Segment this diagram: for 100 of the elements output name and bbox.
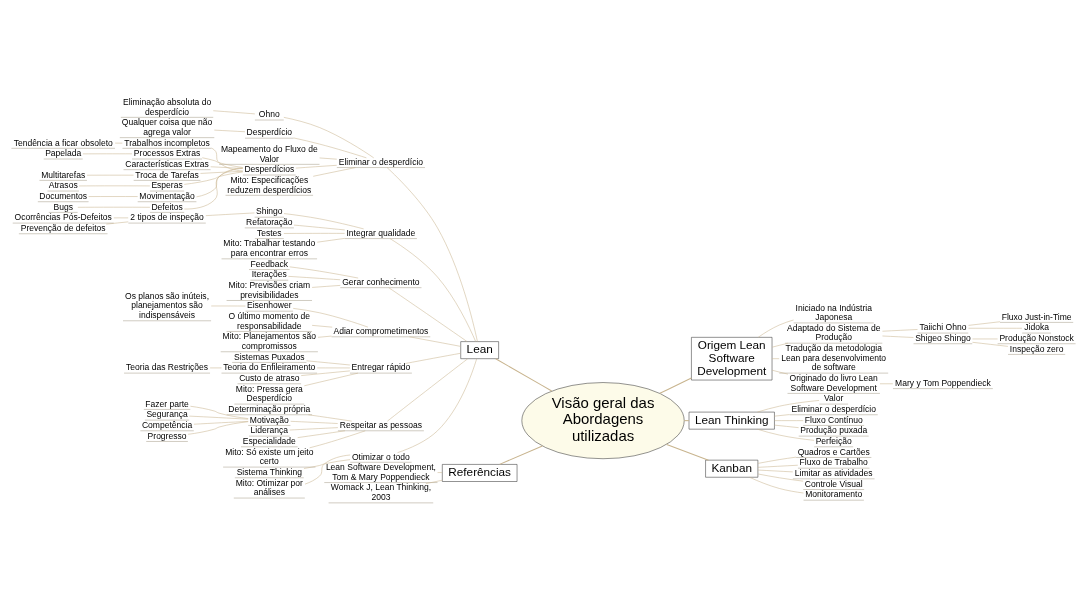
node-box: Referências [442, 463, 518, 482]
node-text: Progresso [147, 430, 187, 441]
node-text: Produção puxada [800, 424, 868, 435]
connector [757, 473, 804, 481]
connector [283, 212, 364, 229]
connector [774, 424, 799, 428]
connector [196, 167, 243, 197]
connector [409, 336, 461, 347]
node-text: Os planos são inúteis, planejamentos são indispensáveis [125, 290, 210, 320]
node-box: Lean [460, 340, 499, 359]
connector [683, 419, 690, 421]
connector [757, 319, 794, 338]
node-text: Multitarefas [41, 169, 86, 180]
connector [495, 357, 553, 391]
connector [771, 369, 789, 374]
node-text: Liderança [250, 424, 289, 435]
node-text: Iterações [251, 268, 287, 279]
connector [757, 469, 794, 472]
node-text: Monitoramento [805, 488, 863, 499]
connector [389, 237, 476, 342]
node-text: Documentos [39, 190, 88, 201]
node-box: Lean Thinking [688, 411, 775, 429]
node-text: Mito: Só existe um jeito certo [225, 446, 314, 466]
node-text: Shingo [256, 205, 283, 216]
connector [202, 157, 243, 168]
node-text: Fluxo Just-in-Time [1001, 311, 1072, 322]
node-text: Defeitos [151, 201, 183, 212]
node-text: Lean Software Development, Tom & Mary Poppendieck [325, 461, 436, 482]
connector [306, 360, 351, 365]
node-text: Adaptado do Sistema de Produção [787, 322, 881, 342]
connector [437, 471, 443, 473]
node-text: Ocorrências Pós-Defeitos [14, 211, 112, 222]
node-box: Kanban [705, 459, 759, 477]
connector [288, 275, 341, 280]
node-text: Troca de Tarefas [135, 169, 199, 180]
node-text: Originado do livro Lean Software Development [789, 372, 878, 393]
connector [388, 286, 468, 342]
connector [757, 464, 799, 468]
connector [771, 342, 789, 347]
node-text: Jidoka [1024, 321, 1049, 332]
connector [304, 372, 359, 386]
connector [289, 426, 339, 430]
node-text: Inspeção zero [1009, 343, 1064, 354]
connector [968, 320, 1001, 326]
node-text: Desperdícios [244, 163, 295, 174]
connector [425, 479, 443, 484]
node-text: Valor [824, 392, 844, 403]
node-text: Atrasos [48, 179, 78, 190]
node-text: Fazer parte [145, 398, 189, 409]
node-text: 2 tipos de inspeção [130, 211, 204, 222]
connector [295, 164, 337, 168]
node-text: Controle Visual [804, 478, 863, 489]
node-text: Teoria das Restrições [126, 361, 209, 372]
node-text: Papelada [45, 147, 82, 158]
node-text: Perfeição [815, 435, 852, 446]
node-text: Mary y Tom Poppendieck [895, 377, 991, 388]
node-text: Competência [141, 419, 193, 430]
node-text: O último momento de responsabilidade [228, 310, 311, 331]
connector [210, 305, 246, 306]
connector [882, 335, 914, 338]
node-text: Eliminação absoluta do desperdício [122, 96, 212, 117]
node-text: Especialidade [242, 435, 296, 446]
node-text: Motivação [249, 414, 289, 425]
node-text: Segurança [146, 408, 188, 419]
connector [113, 217, 129, 218]
connector [114, 142, 123, 143]
node-text: Adiar comprometimentos [333, 325, 429, 336]
connector [106, 221, 129, 224]
connector [293, 137, 367, 158]
connector [184, 166, 243, 209]
connector [283, 116, 374, 158]
connector [297, 430, 346, 438]
node-text: Qualquer coisa que não agrega valor [121, 116, 213, 137]
node-text: Womack J, Lean Thinking, 2003 [330, 481, 432, 502]
connector [319, 157, 338, 159]
connector [972, 341, 1009, 347]
node-text: Otimizar o todo [351, 451, 410, 462]
node-text: Sistemas Puxados [233, 351, 305, 362]
connector [213, 109, 256, 114]
connector [309, 430, 366, 448]
node-text: Produção Nonstock [999, 332, 1074, 343]
node-text: Trabalhos incompletos [124, 137, 210, 148]
node-text: Taiichi Ohno [919, 321, 967, 332]
node-text: Esperas [151, 179, 183, 190]
connector [317, 335, 332, 338]
connector [774, 419, 804, 421]
node-text: Gerar conhecimento [342, 276, 420, 287]
connector [405, 352, 461, 364]
connector [968, 327, 1023, 329]
node-text: Tendência a ficar obsoleto [13, 137, 113, 148]
connector [77, 206, 151, 208]
node-text: Ohno [258, 108, 280, 119]
connector [189, 415, 249, 419]
connector [387, 358, 468, 421]
connector [82, 153, 133, 154]
node-text: Determinação própria [228, 403, 311, 414]
connector [292, 307, 369, 327]
node-text: Mito: Planejamentos são compromissos [222, 330, 317, 351]
node-text: Desperdício [246, 126, 293, 137]
node-text: Processos Extras [133, 147, 201, 158]
